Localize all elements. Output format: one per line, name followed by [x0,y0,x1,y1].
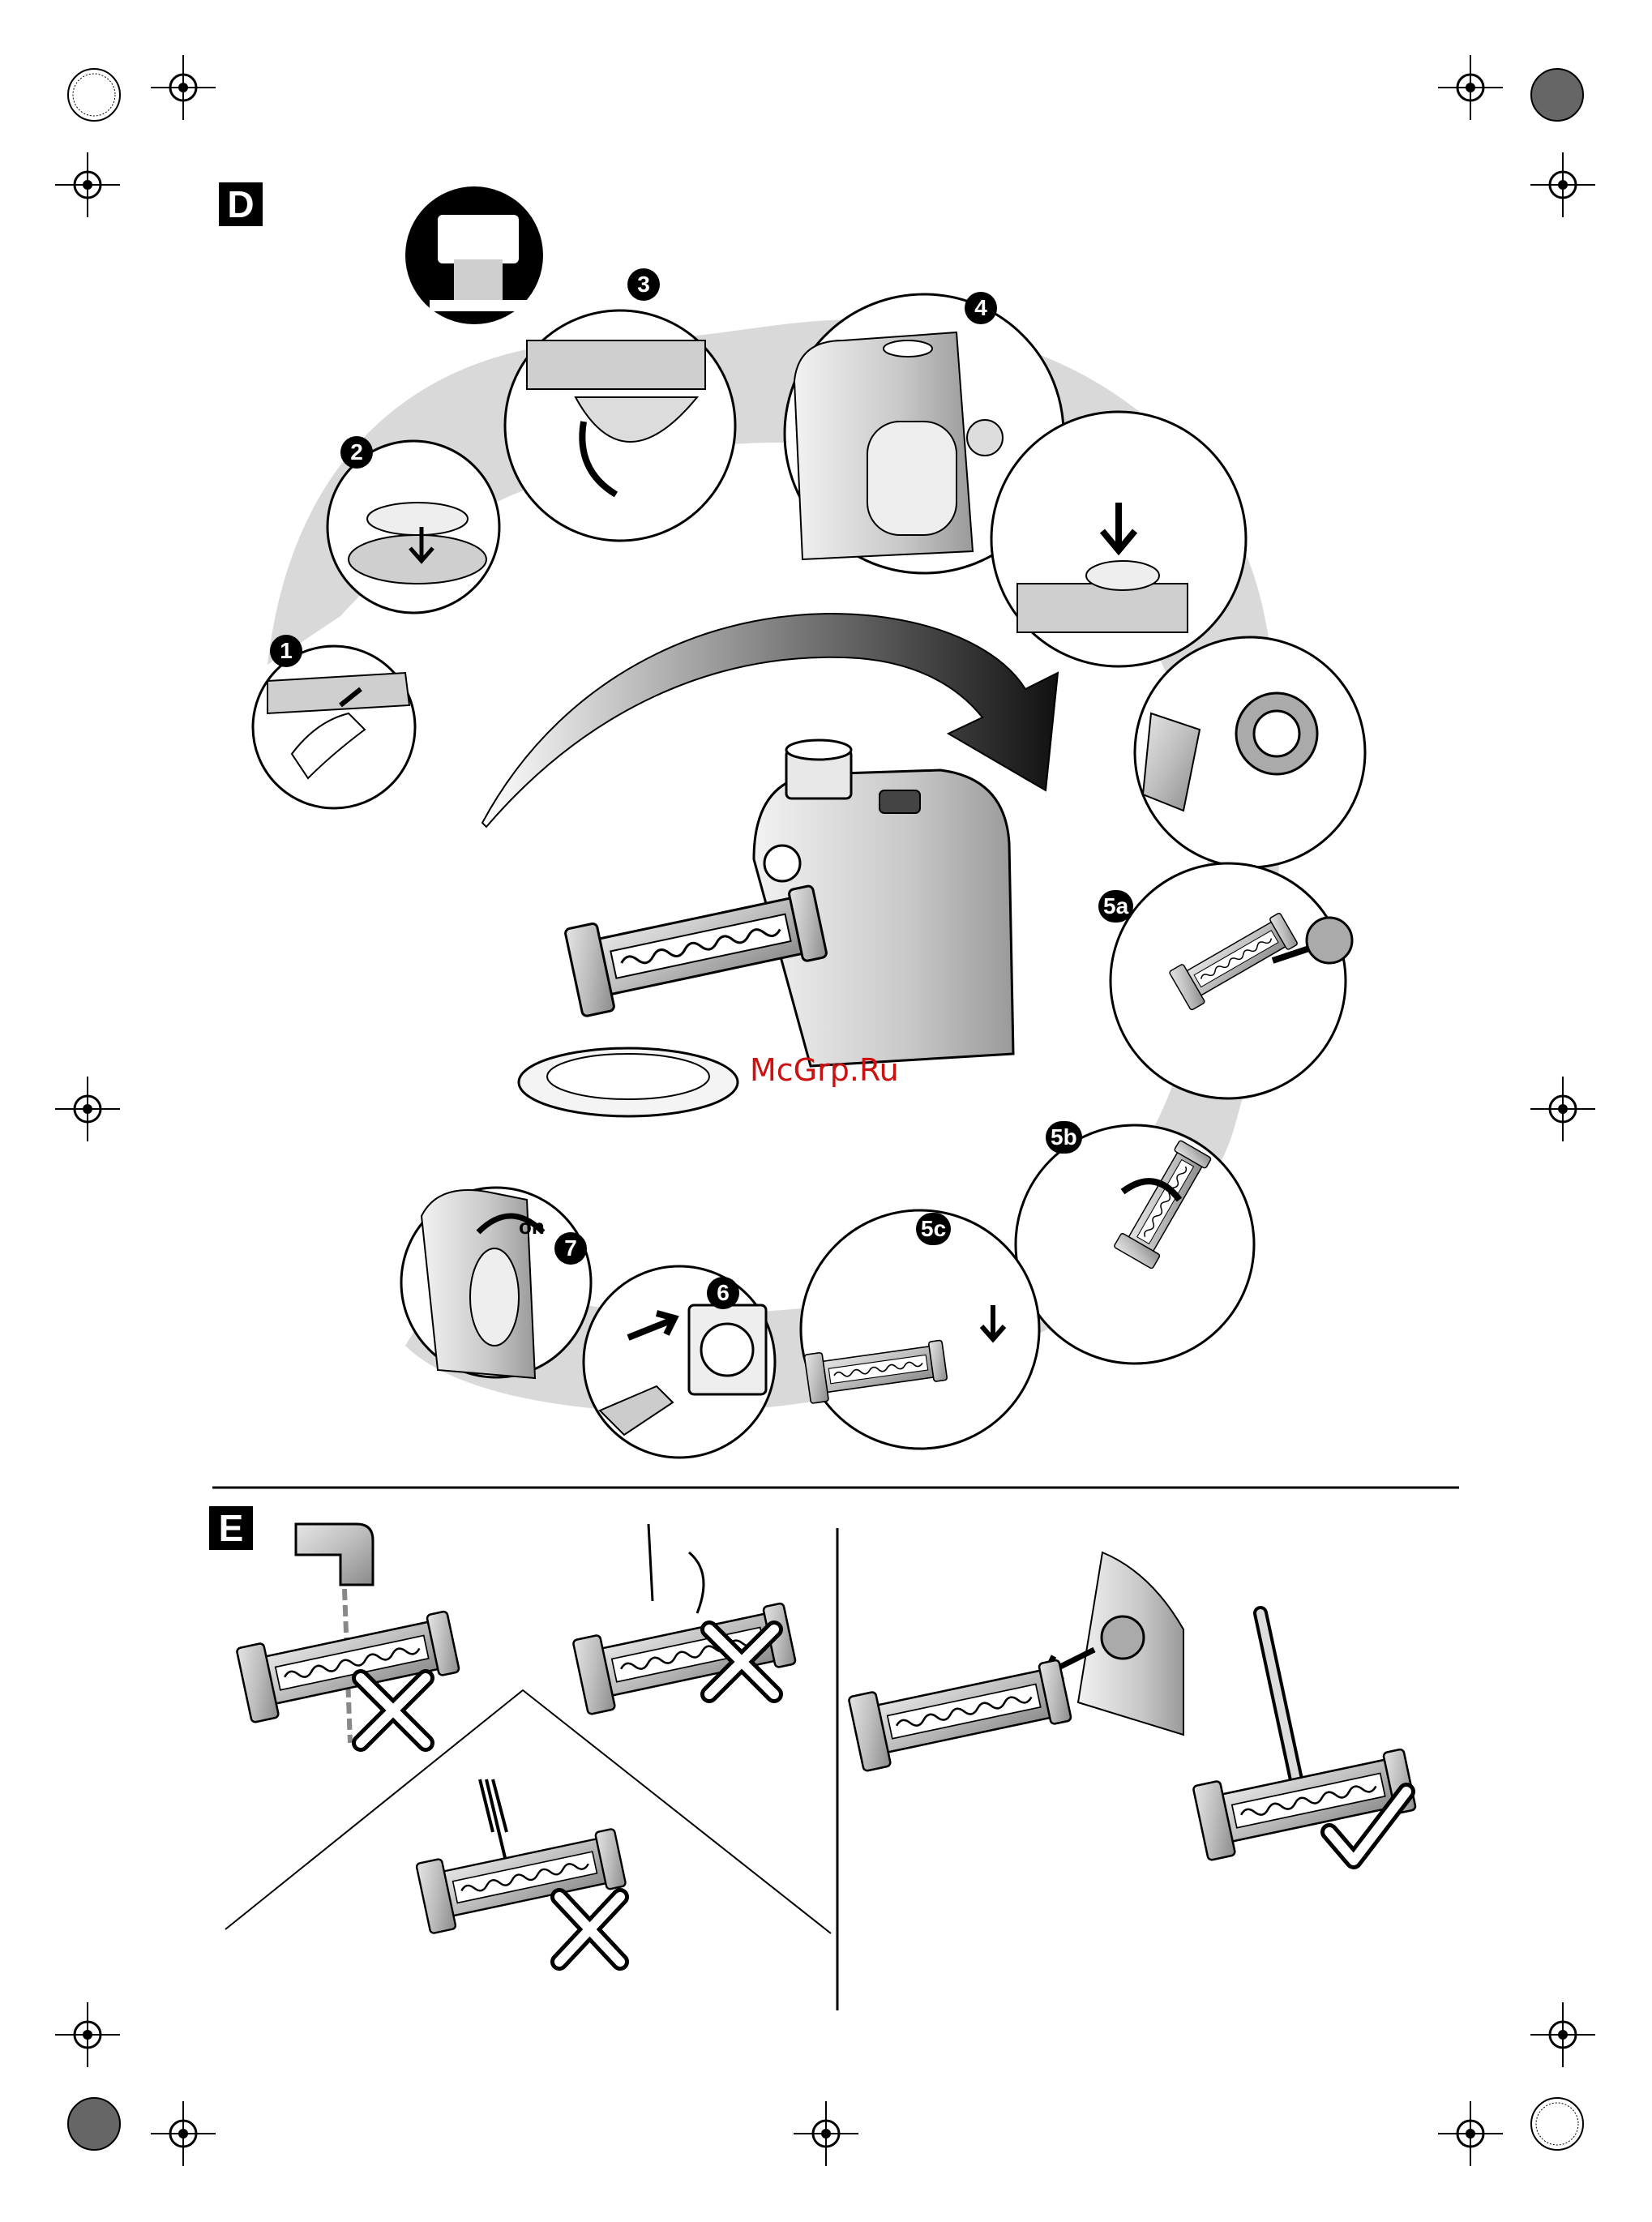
step-badge-5c: 5c [916,1213,951,1245]
section-label-d: D [219,182,263,226]
step-7-panel [401,1188,591,1378]
gray-dot-icon [1531,69,1583,121]
switch-on-label: on [519,1214,545,1239]
crosshair-icon [1530,1077,1595,1141]
step-badge-5a: 5a [1098,890,1133,923]
attachment-fingers [573,1596,798,1715]
step-badge-2: 2 [340,436,373,469]
step-5b-panel [1016,1125,1254,1364]
gray-dot-icon [68,2098,120,2150]
crosshair-icon [151,2101,216,2166]
step-5a-panel [1111,863,1352,1098]
crosshair-icon [1530,2002,1595,2067]
section-d-illustration [253,186,1365,1458]
cross-icon [361,1678,426,1743]
step-3-panel [505,310,735,541]
step-badge-4: 4 [965,292,997,324]
step-6-panel [584,1266,775,1458]
crosshair-icon [151,55,216,120]
crosshair-icon [55,2002,120,2067]
tap-icon [296,1524,373,1585]
crosshair-icon [1438,55,1503,120]
step-5-detail-panel [1135,637,1365,867]
crosshair-icon [1438,2101,1503,2166]
hand-icon [648,1524,704,1613]
cross-icon [559,1897,620,1962]
step-5c-panel [801,1210,1039,1449]
watermark-text: McGrp.Ru [750,1052,899,1088]
step-badge-6: 6 [707,1277,739,1309]
crosshair-icon [55,152,120,217]
section-e-illustration [225,1524,1418,1962]
crosshair-icon [55,1077,120,1141]
reg-mark-icon [68,69,120,121]
switch-icon [879,790,920,813]
step-badge-1: 1 [270,635,302,667]
step-4-detail-panel [991,412,1246,666]
fork-icon [480,1779,507,1865]
attachment-removed [849,1653,1073,1771]
bowl-inset [405,186,543,324]
pasta-attachment-icon [564,877,828,1017]
section-label-e: E [209,1506,253,1550]
attachment-brushing [1193,1742,1418,1860]
step-1-panel [253,646,415,808]
reg-mark-icon [1531,2098,1583,2150]
step-badge-7: 7 [554,1232,587,1265]
crosshair-icon [1530,152,1595,217]
step-badge-3: 3 [627,268,660,301]
crosshair-icon [794,2101,858,2166]
step-badge-5b: 5b [1046,1121,1082,1154]
